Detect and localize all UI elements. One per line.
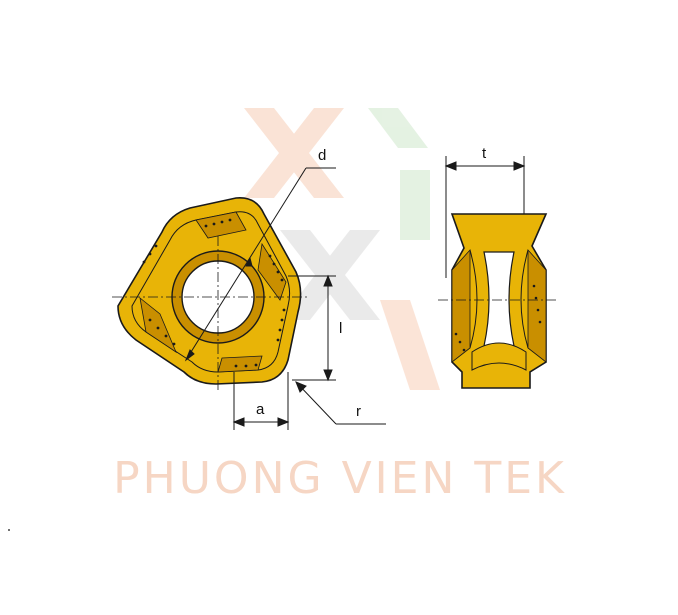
side-flank-left [451, 248, 471, 363]
facet-top [195, 211, 247, 239]
label-t: t [482, 145, 487, 162]
side-flank-right [527, 248, 547, 363]
label-d: d [318, 147, 326, 164]
label-a: a [256, 401, 265, 418]
label-l: l [339, 320, 342, 337]
side-groove [483, 251, 515, 347]
side-saddle [471, 342, 527, 371]
insert-side-view [438, 213, 556, 389]
dimension-d [184, 167, 336, 362]
stray-dot [8, 529, 10, 531]
watermark-text: PHUONG VIEN TEK [113, 453, 567, 504]
dimension-t [444, 156, 526, 278]
insert-front-view [112, 197, 310, 392]
side-dots [454, 284, 542, 352]
facet-bottom [217, 355, 263, 373]
facet-right [257, 242, 287, 301]
watermark-logo [244, 108, 440, 390]
dimension-l [288, 274, 336, 382]
facet-left [139, 297, 177, 354]
side-groove-rim [469, 249, 529, 349]
dimension-r [295, 381, 386, 425]
chip-breaker-dots [142, 218, 286, 368]
label-r: r [356, 403, 361, 420]
dimension-a [232, 372, 290, 430]
